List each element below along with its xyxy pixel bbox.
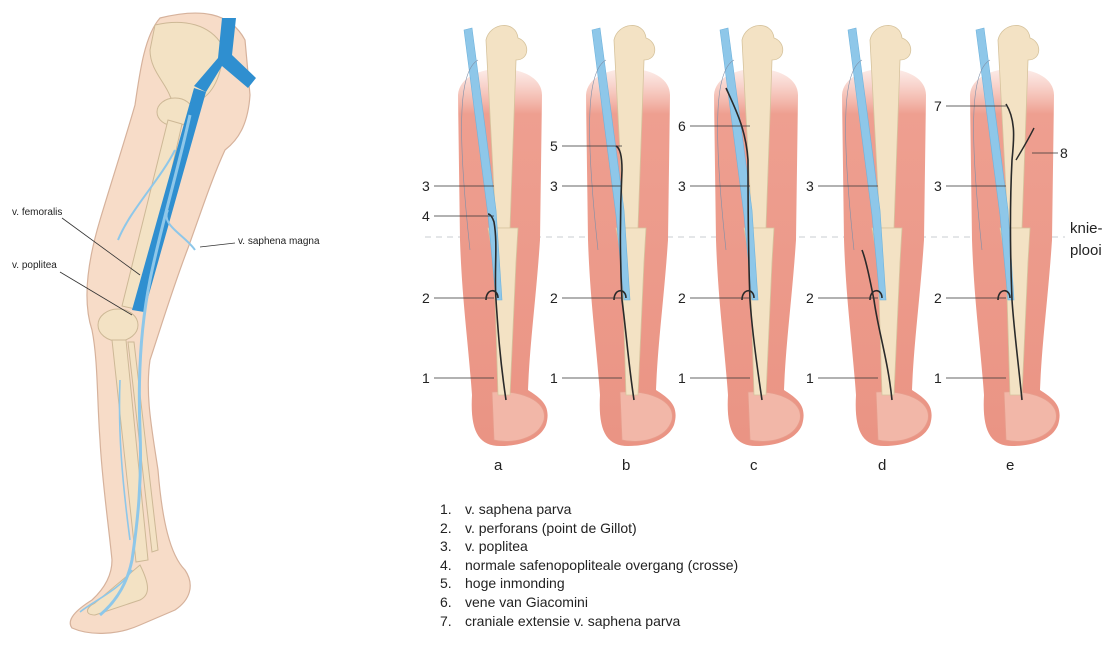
legend-text: craniale extensie v. saphena parva [465,612,680,631]
legend-text: v. saphena parva [465,500,571,519]
legend-num: 2. [440,519,465,538]
callout-label: 3 [422,178,430,194]
legend-num: 4. [440,556,465,575]
leg-panel-e: 7 8 3 2 1 e [934,25,1068,474]
knee-bone [98,309,138,341]
legend-item: 5.hoge inmonding [440,574,738,593]
leg-panel-c: 6 3 2 1 c [678,25,804,474]
legend: 1.v. saphena parva 2.v. perforans (point… [440,500,738,630]
label-femoralis: v. femoralis [12,207,62,218]
legend-text: hoge inmonding [465,574,565,593]
legend-item: 6.vene van Giacomini [440,593,738,612]
callout-label: 5 [550,138,558,154]
callout-label: 2 [806,290,814,306]
legend-text: v. perforans (point de Gillot) [465,519,637,538]
panel-letter: b [622,457,630,474]
callout-label: 1 [678,370,686,386]
legend-num: 3. [440,537,465,556]
leg-panel-b: 5 3 2 1 b [550,25,676,474]
legend-text: normale safenopopliteale overgang (cross… [465,556,738,575]
legend-num: 5. [440,574,465,593]
callout-label: 1 [934,370,942,386]
legend-num: 7. [440,612,465,631]
callout-label: 6 [678,118,686,134]
callout-label: 2 [422,290,430,306]
callout-label: 4 [422,208,430,224]
callout-label: 2 [550,290,558,306]
full-leg-illustration: v. femoralis v. poplitea v. saphena magn… [12,13,320,633]
legend-text: v. poplitea [465,537,528,556]
callout-label: 3 [550,178,558,194]
legend-num: 6. [440,593,465,612]
leg-panel-a: 3 4 2 1 a [422,25,548,474]
leg-panel-d: 3 2 1 d [806,25,932,474]
leg-panels: 3 4 2 1 a 5 3 2 1 b 6 3 2 1 c 3 2 1 d 7 8 3 2 1 e [422,25,1068,474]
legend-num: 1. [440,500,465,519]
legend-item: 7.craniale extensie v. saphena parva [440,612,738,631]
panel-letter: e [1006,457,1014,474]
callout-label: 3 [806,178,814,194]
legend-item: 1.v. saphena parva [440,500,738,519]
knee-crease-line2: plooi [1070,240,1103,262]
callout-label: 8 [1060,145,1068,161]
callout-label: 3 [678,178,686,194]
legend-item: 4.normale safenopopliteale overgang (cro… [440,556,738,575]
callout-label: 1 [550,370,558,386]
panel-letter: d [878,457,886,474]
callout-label: 7 [934,98,942,114]
leader-line [200,243,235,247]
callout-label: 1 [806,370,814,386]
label-poplitea: v. poplitea [12,260,57,271]
panel-letter: a [494,457,503,474]
callout-label: 3 [934,178,942,194]
panel-letter: c [750,457,758,474]
callout-label: 1 [422,370,430,386]
callout-label: 2 [934,290,942,306]
callout-label: 2 [678,290,686,306]
legend-text: vene van Giacomini [465,593,588,612]
label-saphena-magna: v. saphena magna [238,236,320,247]
knee-crease-label: knie- plooi [1070,218,1103,262]
knee-crease-line1: knie- [1070,218,1103,240]
legend-item: 3.v. poplitea [440,537,738,556]
legend-item: 2.v. perforans (point de Gillot) [440,519,738,538]
